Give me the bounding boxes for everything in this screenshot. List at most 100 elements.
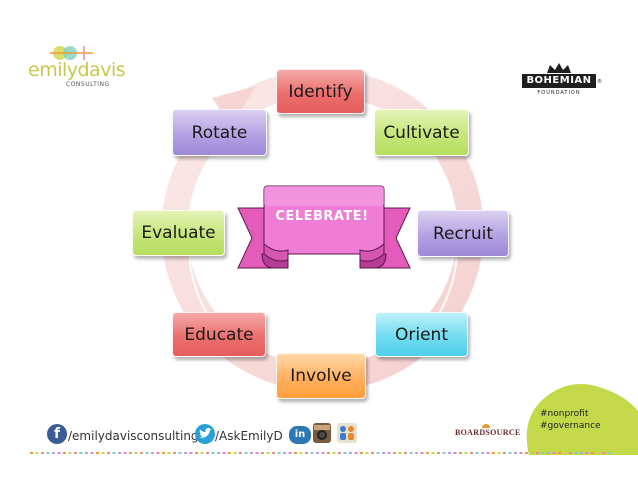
footer-dot: [481, 452, 484, 454]
footer-dot: [409, 452, 413, 454]
bohemian-foundation-logo: BOHEMIAN ® FOUNDATION: [519, 63, 603, 103]
footer-dot: [393, 452, 396, 454]
footer-dot: [316, 452, 319, 454]
footer-dot: [129, 452, 132, 454]
footer-dot: [162, 452, 165, 454]
footer-dot: [376, 452, 380, 454]
footer-dot: [222, 452, 226, 454]
footer-dot: [360, 452, 363, 454]
footer-dot: [206, 452, 209, 454]
footer-dot: [30, 452, 33, 454]
dotted-footer-line: [30, 452, 611, 454]
facebook-icon[interactable]: f: [47, 424, 67, 444]
footer-dot: [338, 452, 341, 454]
footer-dot: [233, 452, 237, 454]
footer-dot: [525, 452, 528, 454]
footer-dot: [57, 452, 61, 454]
footer-dot: [365, 452, 369, 454]
footer-dot: [74, 452, 77, 454]
footer-dot: [145, 452, 149, 454]
footer-dot: [112, 452, 116, 454]
bohemian-wordmark: BOHEMIAN: [522, 74, 596, 88]
footer-dot: [156, 452, 160, 454]
footer-dot: [431, 452, 435, 454]
footer-dot: [514, 452, 517, 454]
footer-dot: [35, 452, 39, 454]
footer-dot: [497, 452, 501, 454]
twitter-icon[interactable]: [195, 424, 215, 444]
footer-dot: [255, 452, 259, 454]
footer-dot: [123, 452, 127, 454]
step-label: Educate: [184, 324, 254, 345]
footer-dot: [585, 452, 589, 454]
footer-dot: [167, 452, 171, 454]
footer-dot: [321, 452, 325, 454]
emily-davis-subtitle: CONSULTING: [66, 81, 110, 88]
people-icon[interactable]: [337, 423, 357, 443]
footer-dot: [178, 452, 182, 454]
footer-dot: [569, 452, 572, 454]
linkedin-icon[interactable]: in: [289, 426, 311, 444]
footer-dot: [343, 452, 347, 454]
footer-dot: [459, 452, 462, 454]
footer-dot: [90, 452, 94, 454]
crown-icon: [547, 63, 571, 73]
step-rotate: Rotate: [172, 109, 267, 156]
emily-davis-wordmark: emilydavis: [28, 59, 126, 81]
footer-dot: [415, 452, 418, 454]
step-identify: Identify: [276, 69, 365, 114]
footer-dot: [349, 452, 352, 454]
footer-dot: [294, 452, 297, 454]
footer-dot: [46, 452, 50, 454]
hashtag-governance: #governance: [540, 421, 601, 431]
footer-dot: [228, 452, 231, 454]
footer-dot: [140, 452, 143, 454]
celebrate-banner: [237, 185, 411, 269]
footer-dot: [558, 452, 561, 454]
hashtag-nonprofit: #nonprofit: [540, 409, 589, 419]
footer-dot: [453, 452, 457, 454]
facebook-handle[interactable]: /emilydavisconsulting: [68, 429, 199, 443]
footer-dot: [387, 452, 391, 454]
footer-dot: [486, 452, 490, 454]
step-involve: Involve: [276, 353, 366, 399]
footer-dot: [173, 452, 176, 454]
footer-dot: [398, 452, 402, 454]
step-orient: Orient: [375, 312, 468, 357]
footer-dot: [426, 452, 429, 454]
footer-dot: [591, 452, 594, 454]
footer-dot: [41, 452, 44, 454]
hashtag-blob: [526, 384, 638, 455]
instagram-icon[interactable]: [313, 423, 331, 443]
step-recruit: Recruit: [417, 210, 509, 257]
footer-dot: [239, 452, 242, 454]
footer-dot: [332, 452, 336, 454]
emily-davis-mark: [50, 46, 93, 60]
step-label: Orient: [395, 324, 448, 345]
twitter-handle[interactable]: /AskEmilyD: [215, 429, 283, 443]
footer-dot: [85, 452, 88, 454]
footer-dot: [437, 452, 440, 454]
footer-dot: [574, 452, 578, 454]
footer-dot: [118, 452, 121, 454]
footer-dot: [189, 452, 193, 454]
footer-dot: [596, 452, 600, 454]
footer-dot: [470, 452, 473, 454]
footer-dot: [541, 452, 545, 454]
emily-davis-logo: emilydavis CONSULTING: [28, 44, 126, 94]
footer-dot: [404, 452, 407, 454]
footer-dot: [217, 452, 220, 454]
step-label: Rotate: [191, 122, 248, 143]
footer-dot: [519, 452, 523, 454]
footer-dot: [475, 452, 479, 454]
footer-dot: [272, 452, 275, 454]
footer-dot: [68, 452, 72, 454]
footer-dot: [266, 452, 270, 454]
footer-dot: [200, 452, 204, 454]
footer-dot: [250, 452, 253, 454]
step-label: Evaluate: [141, 223, 216, 243]
footer-dot: [96, 452, 99, 454]
footer-dot: [354, 452, 358, 454]
footer-dot: [371, 452, 374, 454]
footer-dot: [184, 452, 187, 454]
